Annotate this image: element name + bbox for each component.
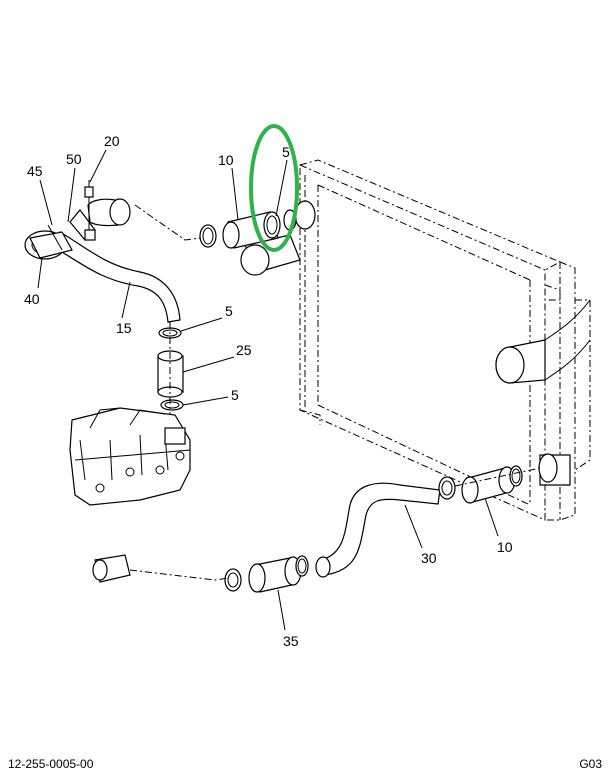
callout-10-top: 10 <box>218 152 234 168</box>
engine-housing <box>69 407 191 506</box>
lower-left-connector <box>224 555 309 593</box>
part-number: 12-255-0005-00 <box>8 757 94 771</box>
hose-clamp-assembly <box>24 224 73 260</box>
callout-20: 20 <box>104 133 120 149</box>
sheet-code: G03 <box>579 757 602 771</box>
callout-5-upper: 5 <box>225 303 233 319</box>
temperature-sensor <box>84 180 96 241</box>
engine-outlet-stub <box>92 554 131 583</box>
callout-50: 50 <box>66 151 82 167</box>
callout-35: 35 <box>283 633 299 649</box>
leader-lines <box>37 149 499 631</box>
radiator-lower-outlet <box>538 453 571 486</box>
radiator-side-outlet <box>495 299 591 384</box>
callout-5-top: 5 <box>282 144 290 160</box>
upper-hose <box>54 198 181 323</box>
callout-25: 25 <box>236 342 252 358</box>
callout-40: 40 <box>24 291 40 307</box>
radiator-upper-inlet <box>240 200 316 276</box>
coupling-stack <box>157 322 184 440</box>
callout-30: 30 <box>421 550 437 566</box>
callout-10-bottom: 10 <box>497 539 513 555</box>
callout-45: 45 <box>27 163 43 179</box>
callout-15: 15 <box>116 320 132 336</box>
lower-hose <box>315 476 456 578</box>
highlight-ring <box>249 124 299 252</box>
callout-5-lower: 5 <box>231 387 239 403</box>
